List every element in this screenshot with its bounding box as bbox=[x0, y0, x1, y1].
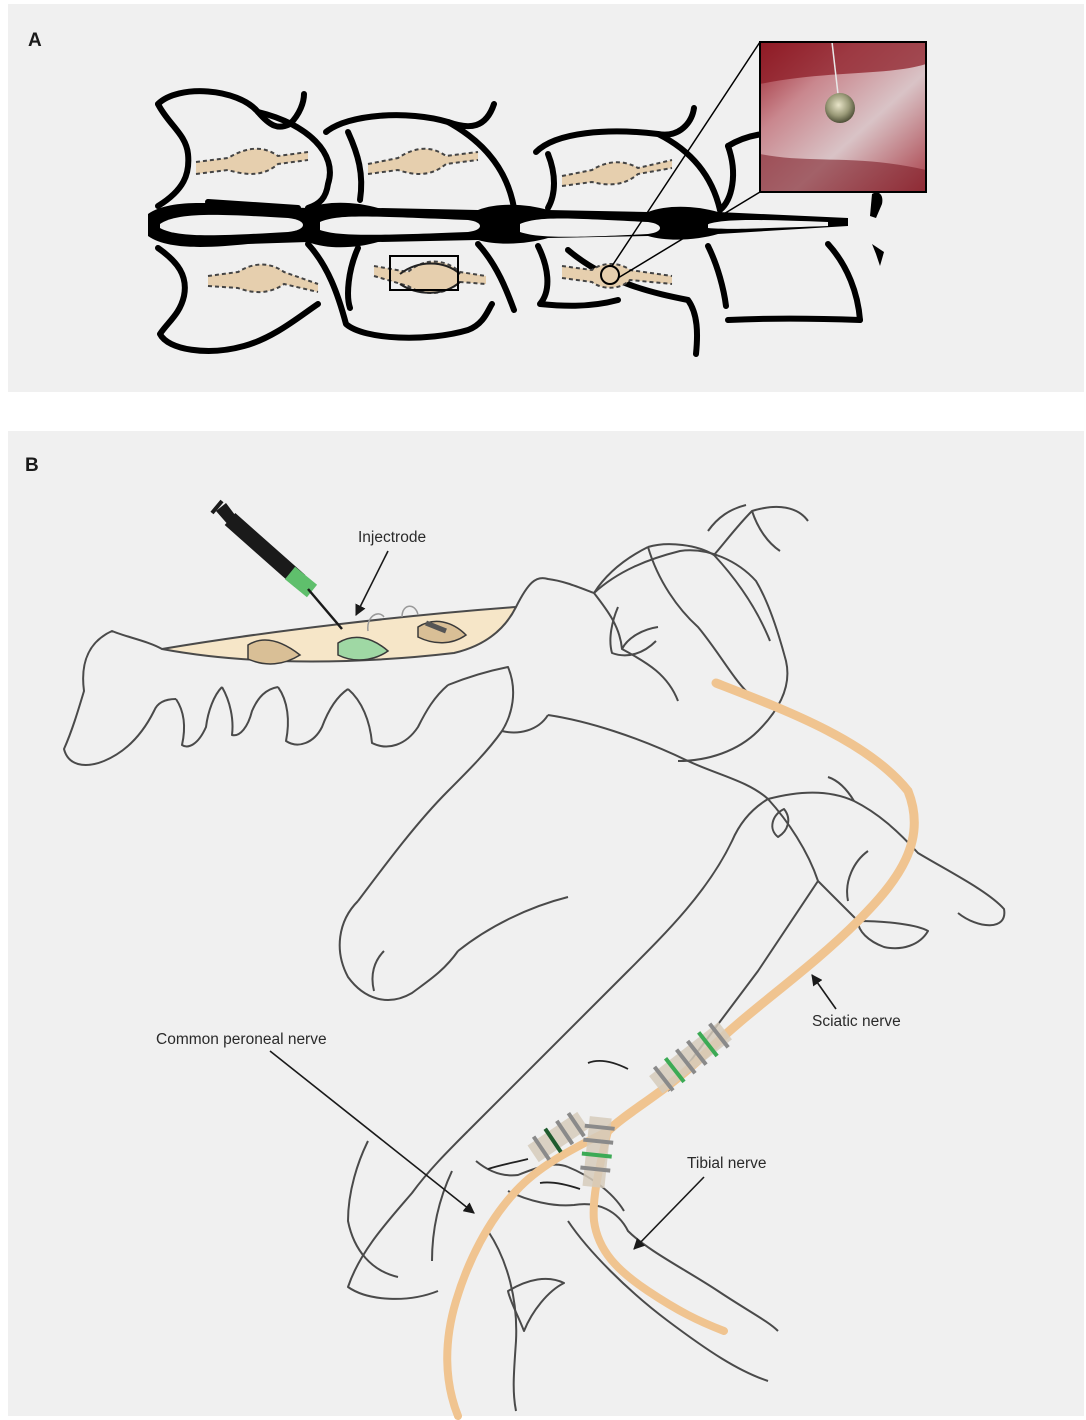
hindlimb-diagram: Injectrode Sciatic nerve Common peroneal… bbox=[8, 431, 1084, 1416]
injectrode-bead bbox=[825, 93, 855, 123]
ganglion bbox=[368, 149, 478, 174]
tibial-label: Tibial nerve bbox=[687, 1155, 767, 1172]
lead-wire bbox=[488, 1159, 528, 1169]
panel-a: A bbox=[8, 4, 1084, 392]
pelvis-femur bbox=[340, 550, 1005, 1411]
sciatic-label: Sciatic nerve bbox=[812, 1013, 901, 1030]
nerves bbox=[447, 683, 914, 1416]
ganglion bbox=[562, 160, 672, 186]
tail-fragment bbox=[872, 244, 884, 266]
panel-b: B bbox=[8, 431, 1084, 1416]
tail-fragment bbox=[870, 192, 882, 218]
lower-processes bbox=[158, 244, 860, 354]
injection-site-circle bbox=[601, 266, 619, 284]
inset-photo bbox=[760, 42, 926, 192]
ganglion bbox=[208, 265, 318, 293]
sciatic-nerve bbox=[608, 683, 914, 1131]
common-peroneal-label: Common peroneal nerve bbox=[156, 1031, 327, 1048]
sciatic-cuff bbox=[647, 1019, 735, 1097]
syringe bbox=[212, 501, 342, 629]
lead-wire bbox=[540, 1182, 580, 1189]
vertebral-body bbox=[160, 215, 303, 235]
tibial-arrow bbox=[634, 1177, 704, 1249]
injectrode-label: Injectrode bbox=[358, 529, 426, 546]
ganglion bbox=[196, 149, 308, 174]
sciatic-arrow bbox=[812, 975, 836, 1009]
spine-diagram bbox=[8, 4, 1084, 392]
lead-wire bbox=[588, 1061, 628, 1069]
injectrode-arrow bbox=[356, 551, 388, 615]
common-peroneal-arrow bbox=[270, 1051, 474, 1213]
